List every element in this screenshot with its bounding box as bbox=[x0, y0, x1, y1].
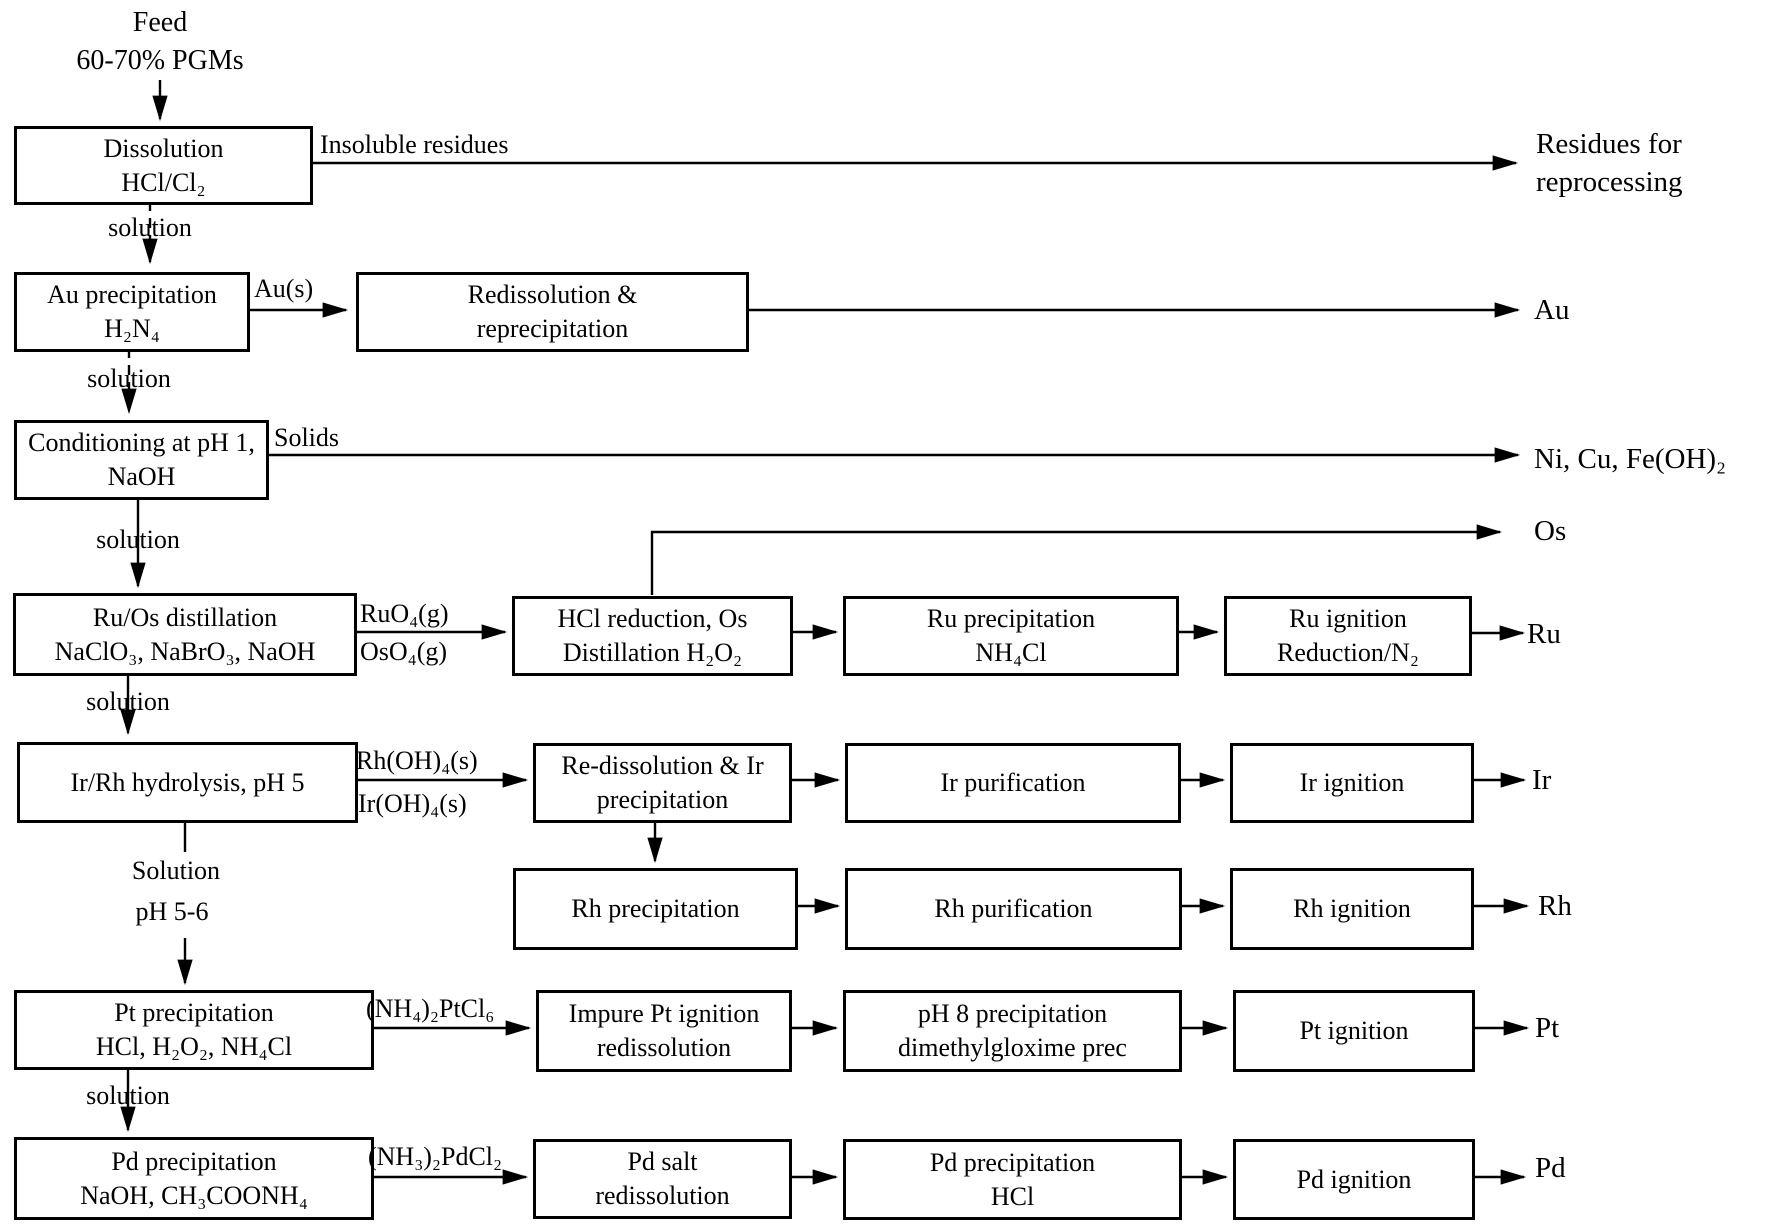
impure-pt-line2: redissolution bbox=[596, 1033, 732, 1062]
conditioning-line2: NaOH bbox=[107, 462, 176, 491]
conditioning-box: Conditioning at pH 1, NaOH bbox=[14, 420, 269, 500]
stream-rh-hydroxide: Rh(OH)₄(s) bbox=[356, 746, 478, 775]
pd-precipitation-hcl-box: Pd precipitation HCl bbox=[843, 1139, 1182, 1220]
ph8-precipitation-box: pH 8 precipitation dimethylgloxime prec bbox=[843, 990, 1182, 1072]
au-precipitation-line1: Au precipitation bbox=[47, 280, 217, 309]
pd-ignition-line1: Pd ignition bbox=[1296, 1164, 1412, 1194]
pt-precipitation-box: Pt precipitation HCl, H₂O₂, NH₄Cl bbox=[14, 990, 374, 1070]
impure-pt-line1: Impure Pt ignition bbox=[568, 999, 760, 1028]
stream-pdcl2: (NH₃)₂PdCl₂ bbox=[368, 1142, 503, 1171]
output-os: Os bbox=[1534, 515, 1567, 547]
ru-os-distillation-box: Ru/Os distillation NaClO₃, NaBrO₃, NaOH bbox=[13, 593, 357, 676]
feed-title: Feed bbox=[132, 7, 188, 38]
stream-au-solid: Au(s) bbox=[254, 274, 314, 303]
pd-salt-line1: Pd salt bbox=[627, 1147, 698, 1176]
ru-ignition-line2: Reduction/N₂ bbox=[1277, 638, 1419, 667]
output-rh: Rh bbox=[1538, 890, 1572, 922]
hcl-reduction-box: HCl reduction, Os Distillation H₂O₂ bbox=[512, 596, 793, 676]
redissolution-box: Redissolution & reprecipitation bbox=[356, 272, 749, 352]
pt-ignition-line1: Pt ignition bbox=[1299, 1016, 1409, 1045]
stream-ir-hydroxide: Ir(OH)₄(s) bbox=[358, 789, 467, 818]
feed-grade: 60-70% PGMs bbox=[76, 45, 244, 76]
ir-rh-hydrolysis-box: Ir/Rh hydrolysis, pH 5 bbox=[17, 742, 358, 823]
ir-ignition-box: Ir ignition bbox=[1230, 743, 1474, 823]
output-au: Au bbox=[1534, 294, 1570, 326]
re-dissolution-line1: Re-dissolution & Ir bbox=[561, 751, 764, 780]
rh-purification-line1: Rh purification bbox=[934, 894, 1093, 923]
solution-label-2: solution bbox=[87, 364, 171, 393]
redissolution-line1: Redissolution & bbox=[467, 280, 638, 309]
ir-ignition-line1: Ir ignition bbox=[1299, 768, 1405, 797]
ru-os-distillation-line2: NaClO₃, NaBrO₃, NaOH bbox=[54, 636, 316, 666]
solution-ph-label: pH 5-6 bbox=[135, 897, 209, 926]
ir-rh-hydrolysis-line1: Ir/Rh hydrolysis, pH 5 bbox=[70, 767, 305, 797]
pd-precipitation-line2: NaOH, CH₃COONH₄ bbox=[80, 1180, 308, 1210]
hcl-reduction-line1: HCl reduction, Os bbox=[557, 604, 748, 633]
solution-label-6: solution bbox=[86, 1081, 170, 1110]
ph8-precipitation-line2: dimethylgloxime prec bbox=[898, 1033, 1127, 1062]
ir-purification-line1: Ir purification bbox=[940, 768, 1086, 797]
stream-solids: Solids bbox=[274, 423, 340, 452]
output-ru: Ru bbox=[1527, 618, 1561, 650]
rh-purification-box: Rh purification bbox=[845, 868, 1182, 950]
conditioning-line1: Conditioning at pH 1, bbox=[28, 428, 255, 457]
output-residues-line2: reprocessing bbox=[1536, 166, 1683, 198]
ph8-precipitation-line1: pH 8 precipitation bbox=[917, 999, 1108, 1028]
stream-oso4-gas: OsO₄(g) bbox=[360, 637, 448, 666]
dissolution-line2: HCl/Cl₂ bbox=[121, 167, 206, 197]
pd-precipitation-line1: Pd precipitation bbox=[111, 1146, 277, 1176]
pt-ignition-box: Pt ignition bbox=[1233, 990, 1475, 1072]
ru-precipitation-box: Ru precipitation NH₄Cl bbox=[843, 596, 1179, 676]
stream-ruo4-gas: RuO₄(g) bbox=[360, 599, 449, 628]
stream-ptcl6: (NH₄)₂PtCl₆ bbox=[366, 994, 495, 1023]
solution-label-3: solution bbox=[96, 525, 180, 554]
pd-precipitation-hcl-line1: Pd precipitation bbox=[929, 1147, 1096, 1177]
ru-precipitation-line2: NH₄Cl bbox=[975, 638, 1047, 667]
au-precipitation-box: Au precipitation H₂N₄ bbox=[14, 272, 250, 352]
arrow-os-branch bbox=[650, 524, 1503, 595]
solution-label-4: solution bbox=[86, 687, 170, 716]
dissolution-line1: Dissolution bbox=[103, 133, 224, 163]
ir-purification-box: Ir purification bbox=[845, 743, 1181, 823]
output-residues-line1: Residues for bbox=[1536, 128, 1682, 160]
rh-precipitation-line1: Rh precipitation bbox=[571, 894, 740, 923]
hcl-reduction-line2: Distillation H₂O₂ bbox=[562, 638, 743, 667]
output-pd: Pd bbox=[1535, 1152, 1566, 1184]
rh-ignition-box: Rh ignition bbox=[1230, 868, 1474, 950]
au-precipitation-line2: H₂N₄ bbox=[104, 314, 160, 343]
rh-precipitation-box: Rh precipitation bbox=[513, 868, 798, 950]
pd-precipitation-hcl-line2: HCl bbox=[990, 1181, 1035, 1211]
redissolution-line2: reprecipitation bbox=[476, 314, 629, 343]
impure-pt-box: Impure Pt ignition redissolution bbox=[536, 990, 792, 1072]
re-dissolution-line2: precipitation bbox=[596, 785, 729, 814]
pt-precipitation-line1: Pt precipitation bbox=[114, 998, 274, 1027]
output-pt: Pt bbox=[1535, 1012, 1560, 1044]
output-ni-cu-fe: Ni, Cu, Fe(OH)₂ bbox=[1534, 443, 1727, 475]
re-dissolution-box: Re-dissolution & Ir precipitation bbox=[533, 743, 792, 823]
pd-salt-box: Pd salt redissolution bbox=[533, 1139, 792, 1219]
dissolution-box: Dissolution HCl/Cl₂ bbox=[14, 126, 313, 205]
solution-label-5: Solution bbox=[131, 856, 221, 885]
stream-insoluble-residues: Insoluble residues bbox=[320, 130, 509, 159]
ru-precipitation-line1: Ru precipitation bbox=[926, 604, 1096, 633]
rh-ignition-line1: Rh ignition bbox=[1293, 894, 1411, 923]
output-ir: Ir bbox=[1532, 764, 1552, 796]
ru-os-distillation-line1: Ru/Os distillation bbox=[92, 602, 278, 632]
pt-precipitation-line2: HCl, H₂O₂, NH₄Cl bbox=[95, 1032, 293, 1061]
ru-ignition-line1: Ru ignition bbox=[1289, 604, 1407, 633]
pd-salt-line2: redissolution bbox=[595, 1181, 730, 1210]
solution-label-1: solution bbox=[108, 213, 192, 242]
pd-ignition-box: Pd ignition bbox=[1233, 1139, 1475, 1220]
pd-precipitation-box: Pd precipitation NaOH, CH₃COONH₄ bbox=[14, 1137, 374, 1220]
ru-ignition-box: Ru ignition Reduction/N₂ bbox=[1224, 596, 1472, 676]
